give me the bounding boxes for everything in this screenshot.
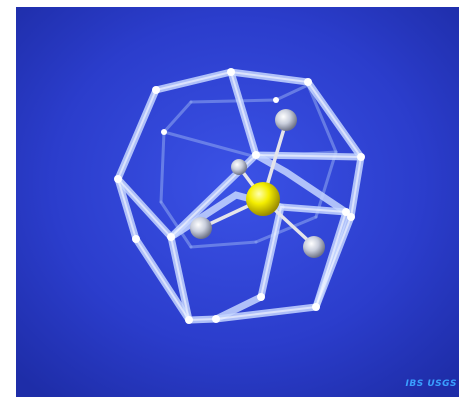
central-atom bbox=[246, 182, 280, 216]
cage-vertices bbox=[114, 68, 365, 324]
hydrogen-atom-left bbox=[190, 217, 212, 239]
hydrogen-atom-top bbox=[275, 109, 297, 131]
molecule-scene: IBS USGS bbox=[16, 7, 459, 397]
hydrogen-atom-back bbox=[231, 159, 247, 175]
background bbox=[16, 7, 459, 397]
credit-watermark: IBS USGS bbox=[405, 379, 457, 389]
dodecahedral-cage-svg bbox=[16, 7, 459, 397]
hydrogen-atom-right bbox=[303, 236, 325, 258]
